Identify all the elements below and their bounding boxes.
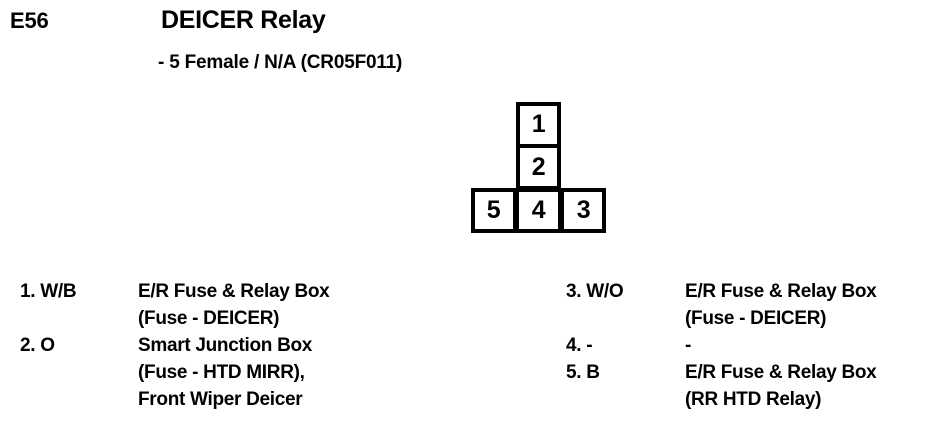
- legend-description-line: (RR HTD Relay): [685, 389, 822, 410]
- legend-description-line: E/R Fuse & Relay Box: [685, 281, 877, 302]
- legend-description-line: Smart Junction Box: [138, 335, 313, 356]
- legend-description-line: (Fuse - DEICER): [138, 308, 280, 329]
- pin-legend-left-column: 1. W/B E/R Fuse & Relay Box (Fuse - DEIC…: [20, 278, 480, 413]
- pin-legend-right-column: 3. W/O E/R Fuse & Relay Box (Fuse - DEIC…: [566, 278, 948, 413]
- legend-description-line: Front Wiper Deicer: [138, 389, 303, 410]
- connector-pin-diagram: 1 2 5 4 3: [468, 102, 608, 234]
- legend-row: 5. B E/R Fuse & Relay Box (RR HTD Relay): [566, 359, 948, 413]
- legend-description: E/R Fuse & Relay Box (RR HTD Relay): [685, 359, 948, 413]
- legend-description-line: E/R Fuse & Relay Box: [138, 281, 330, 302]
- legend-row: 1. W/B E/R Fuse & Relay Box (Fuse - DEIC…: [20, 278, 480, 332]
- pin-cell-2: 2: [516, 145, 561, 190]
- legend-pin-label: 3. W/O: [566, 281, 624, 302]
- legend-description: Smart Junction Box (Fuse - HTD MIRR), Fr…: [138, 332, 480, 413]
- legend-pin-label: 2. O: [20, 335, 55, 356]
- legend-description: E/R Fuse & Relay Box (Fuse - DEICER): [685, 278, 948, 332]
- legend-pin-label: 4. -: [566, 335, 593, 356]
- legend-row: 3. W/O E/R Fuse & Relay Box (Fuse - DEIC…: [566, 278, 948, 332]
- legend-description-line: (Fuse - DEICER): [685, 308, 827, 329]
- legend-description: E/R Fuse & Relay Box (Fuse - DEICER): [138, 278, 480, 332]
- legend-description: -: [685, 332, 948, 359]
- legend-description-line: E/R Fuse & Relay Box: [685, 362, 877, 383]
- legend-row: 4. - -: [566, 332, 948, 359]
- pin-cell-4: 4: [516, 188, 561, 233]
- page-title: DEICER Relay: [161, 6, 326, 34]
- pin-cell-5: 5: [471, 188, 516, 233]
- pin-cell-1: 1: [516, 102, 561, 147]
- connector-spec-subtitle: - 5 Female / N/A (CR05F011): [158, 52, 403, 73]
- legend-row: 2. O Smart Junction Box (Fuse - HTD MIRR…: [20, 332, 480, 413]
- legend-description-line: -: [685, 335, 692, 356]
- legend-description-line: (Fuse - HTD MIRR),: [138, 362, 305, 383]
- legend-pin-label: 5. B: [566, 362, 600, 383]
- legend-pin-label: 1. W/B: [20, 281, 77, 302]
- connector-code: E56: [10, 8, 49, 33]
- pin-cell-3: 3: [561, 188, 606, 233]
